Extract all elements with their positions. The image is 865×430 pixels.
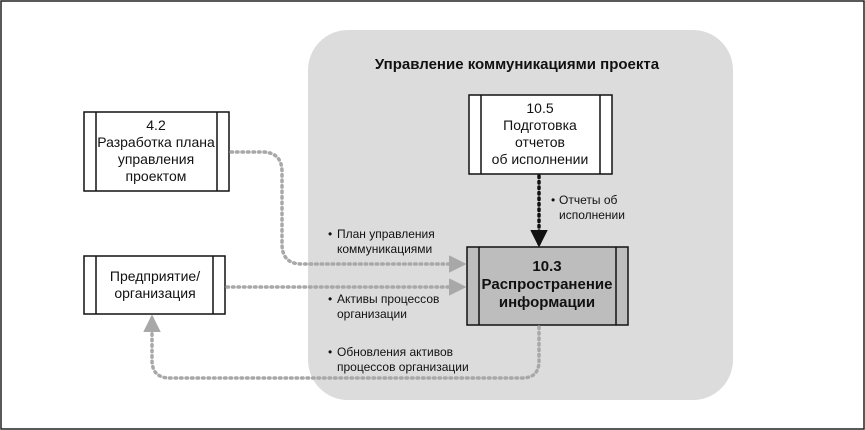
- enterprise-line-1: Предприятие/: [110, 268, 200, 284]
- flow-label-updates-line-1: Обновления активов: [337, 345, 453, 359]
- flow-label-reports-line-1: Отчеты об: [559, 193, 617, 207]
- flow-label-comm-plan-line-1: План управления: [337, 227, 435, 241]
- flow-label-assets-line-1: Активы процессов: [337, 292, 439, 306]
- process-4-2-line-2: управления: [118, 151, 194, 167]
- flow-label-reports: • Отчеты об исполнении: [551, 193, 625, 222]
- enterprise-line-2: организация: [114, 285, 195, 301]
- process-4-2-number: 4.2: [146, 117, 166, 133]
- flow-label-updates: • Обновления активов процессов организац…: [328, 345, 469, 374]
- process-4-2-line-1: Разработка плана: [97, 134, 215, 150]
- process-10-5-number: 10.5: [526, 100, 553, 116]
- group-title: Управление коммуникациями проекта: [375, 56, 660, 73]
- process-10-3: 10.3 Распространение информации: [466, 246, 629, 326]
- process-4-2: 4.2 Разработка плана управления проектом: [83, 111, 230, 192]
- process-10-3-number: 10.3: [532, 258, 561, 275]
- flow-bullet: •: [328, 292, 332, 306]
- flow-bullet: •: [551, 193, 555, 207]
- flow-bullet: •: [328, 227, 332, 241]
- process-10-5-line-1: Подготовка: [503, 117, 577, 133]
- process-10-3-line-2: информации: [499, 294, 595, 311]
- flow-label-reports-line-2: исполнении: [559, 208, 625, 222]
- process-10-5-line-3: об исполнении: [492, 151, 589, 167]
- process-4-2-line-3: проектом: [126, 168, 187, 184]
- enterprise-box: Предприятие/ организация: [83, 255, 226, 315]
- arrow-plan-to-10-3: [229, 150, 467, 273]
- flow-label-comm-plan: • План управления коммуникациями: [328, 227, 435, 256]
- process-10-5-line-2: отчетов: [515, 134, 565, 150]
- process-10-5: 10.5 Подготовка отчетов об исполнении: [468, 94, 613, 175]
- flow-bullet: •: [328, 345, 332, 359]
- flow-label-assets: • Активы процессов организации: [328, 292, 439, 321]
- flow-label-updates-line-2: процессов организации: [337, 360, 469, 374]
- flow-label-comm-plan-line-2: коммуникациями: [337, 242, 432, 256]
- process-10-3-line-1: Распространение: [482, 276, 613, 293]
- arrow-updates-to-enterprise: [143, 314, 541, 380]
- flow-label-assets-line-2: организации: [337, 307, 407, 321]
